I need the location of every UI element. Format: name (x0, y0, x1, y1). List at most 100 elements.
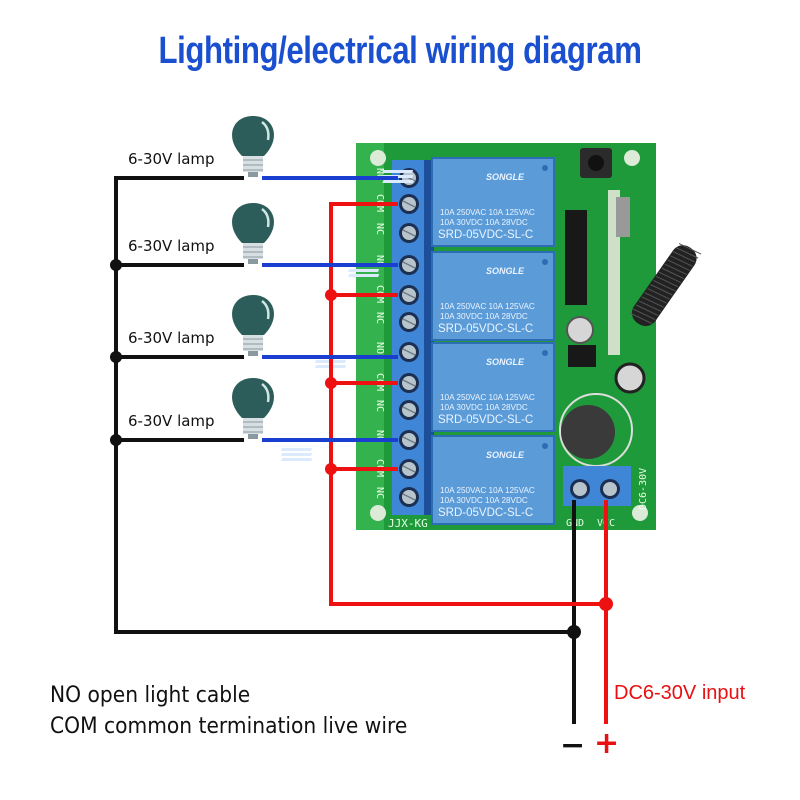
junction-dot (110, 351, 122, 363)
junction-dot (110, 434, 122, 446)
lamp: 6-30V lamp (128, 295, 274, 356)
coil-turn (650, 284, 673, 296)
screw-slot (402, 200, 416, 208)
relay-brand: SONGLE (486, 357, 525, 367)
junction-dot (599, 597, 613, 611)
screw-slot (402, 348, 416, 356)
relay-dot (542, 350, 548, 356)
coil-turn (638, 300, 662, 312)
lamp: 6-30V lamp (128, 378, 274, 439)
relay-model: SRD-05VDC-SL-C (438, 414, 533, 426)
diagram-title: Lighting/electrical wiring diagram (158, 30, 642, 72)
relay-rating: 10A 250VAC 10A 125VAC (440, 208, 535, 217)
relay-dot (542, 443, 548, 449)
coil-turn (676, 247, 699, 259)
relay-rating: 10A 30VDC 10A 28VDC (440, 403, 528, 412)
relay-rating: 10A 30VDC 10A 28VDC (440, 496, 528, 505)
legend-com: COM common termination live wire (50, 714, 408, 739)
capacitor (614, 362, 646, 394)
bulb-glass (232, 295, 274, 335)
coil-turn (678, 243, 702, 255)
plus-sign: + (594, 726, 620, 761)
relay-rating: 10A 250VAC 10A 125VAC (440, 486, 535, 495)
coil-turn (658, 271, 682, 284)
coil-turn (635, 304, 659, 316)
ic-chip (565, 210, 587, 305)
legend-no: NO open light cable (50, 683, 251, 708)
mount-hole (370, 505, 386, 521)
relay-rating: 10A 250VAC 10A 125VAC (440, 393, 535, 402)
relay-body (431, 342, 555, 432)
screw-slot (402, 465, 416, 473)
screw-head (603, 482, 617, 496)
screw-slot (402, 229, 416, 237)
screw-slot (402, 318, 416, 326)
ground-wiring (114, 176, 576, 724)
bulb-tip (248, 172, 258, 177)
mount-hole (632, 505, 648, 521)
terminal-label: NO (374, 430, 385, 442)
coil-turn (647, 288, 670, 300)
antenna-coil (630, 243, 702, 327)
bulb-tip (248, 434, 258, 439)
lamp-label: 6-30V lamp (128, 329, 215, 347)
relay-brand: SONGLE (486, 172, 525, 182)
minus-sign: − (560, 728, 586, 763)
screw-slot (402, 261, 416, 269)
terminal-label: NO (374, 342, 385, 354)
com-junctions (325, 289, 613, 611)
pushbutton-cap[interactable] (588, 155, 604, 171)
relay-logo-stripe (281, 458, 313, 461)
coil-turn (667, 259, 690, 271)
voltage-label: DC6-30V (638, 468, 649, 510)
relay-rating: 10A 30VDC 10A 28VDC (440, 218, 528, 227)
com-bus (329, 202, 606, 606)
bulb-glass (232, 116, 274, 156)
terminal-label: NC (374, 312, 385, 324)
relay-body (431, 157, 555, 247)
relay-logo-stripe (348, 269, 380, 272)
pcb-edge (356, 143, 384, 530)
relay-body (431, 435, 555, 525)
relay-logo-stripe (382, 170, 414, 173)
inductor (561, 405, 615, 459)
relay-dot (542, 259, 548, 265)
crystal (616, 197, 630, 237)
mount-hole (370, 150, 386, 166)
bulb-highlight (261, 300, 270, 320)
screw-slot (402, 493, 416, 501)
relay-model: SRD-05VDC-SL-C (438, 323, 533, 335)
lamp: 6-30V lamp (128, 116, 274, 177)
relay-rating: 10A 250VAC 10A 125VAC (440, 302, 535, 311)
relay-dot (542, 165, 548, 171)
junction-dot (325, 463, 337, 475)
coil-turn (630, 312, 653, 325)
relay-logo-stripe (280, 448, 312, 451)
coil-turn (644, 292, 667, 304)
bulb-glass (232, 203, 274, 243)
junction-dot (325, 377, 337, 389)
bulb-highlight (261, 208, 270, 228)
lamp-label: 6-30V lamp (128, 412, 215, 430)
terminal-block-shadow (424, 160, 434, 515)
capacitor (566, 316, 594, 344)
screw-slot (402, 406, 416, 414)
mount-hole (624, 150, 640, 166)
screw-slot (402, 291, 416, 299)
com-wiring (329, 202, 608, 724)
relay-model: SRD-05VDC-SL-C (438, 229, 533, 241)
power-input-label: DC6-30V input (614, 682, 746, 704)
coil-turn (653, 279, 676, 292)
screw-slot (402, 436, 416, 444)
coil-turn (661, 267, 685, 280)
terminal-label: NO (374, 255, 385, 267)
junction-dot (567, 625, 581, 639)
relay-brand: SONGLE (486, 266, 525, 276)
relay-logo-stripe (382, 180, 414, 183)
